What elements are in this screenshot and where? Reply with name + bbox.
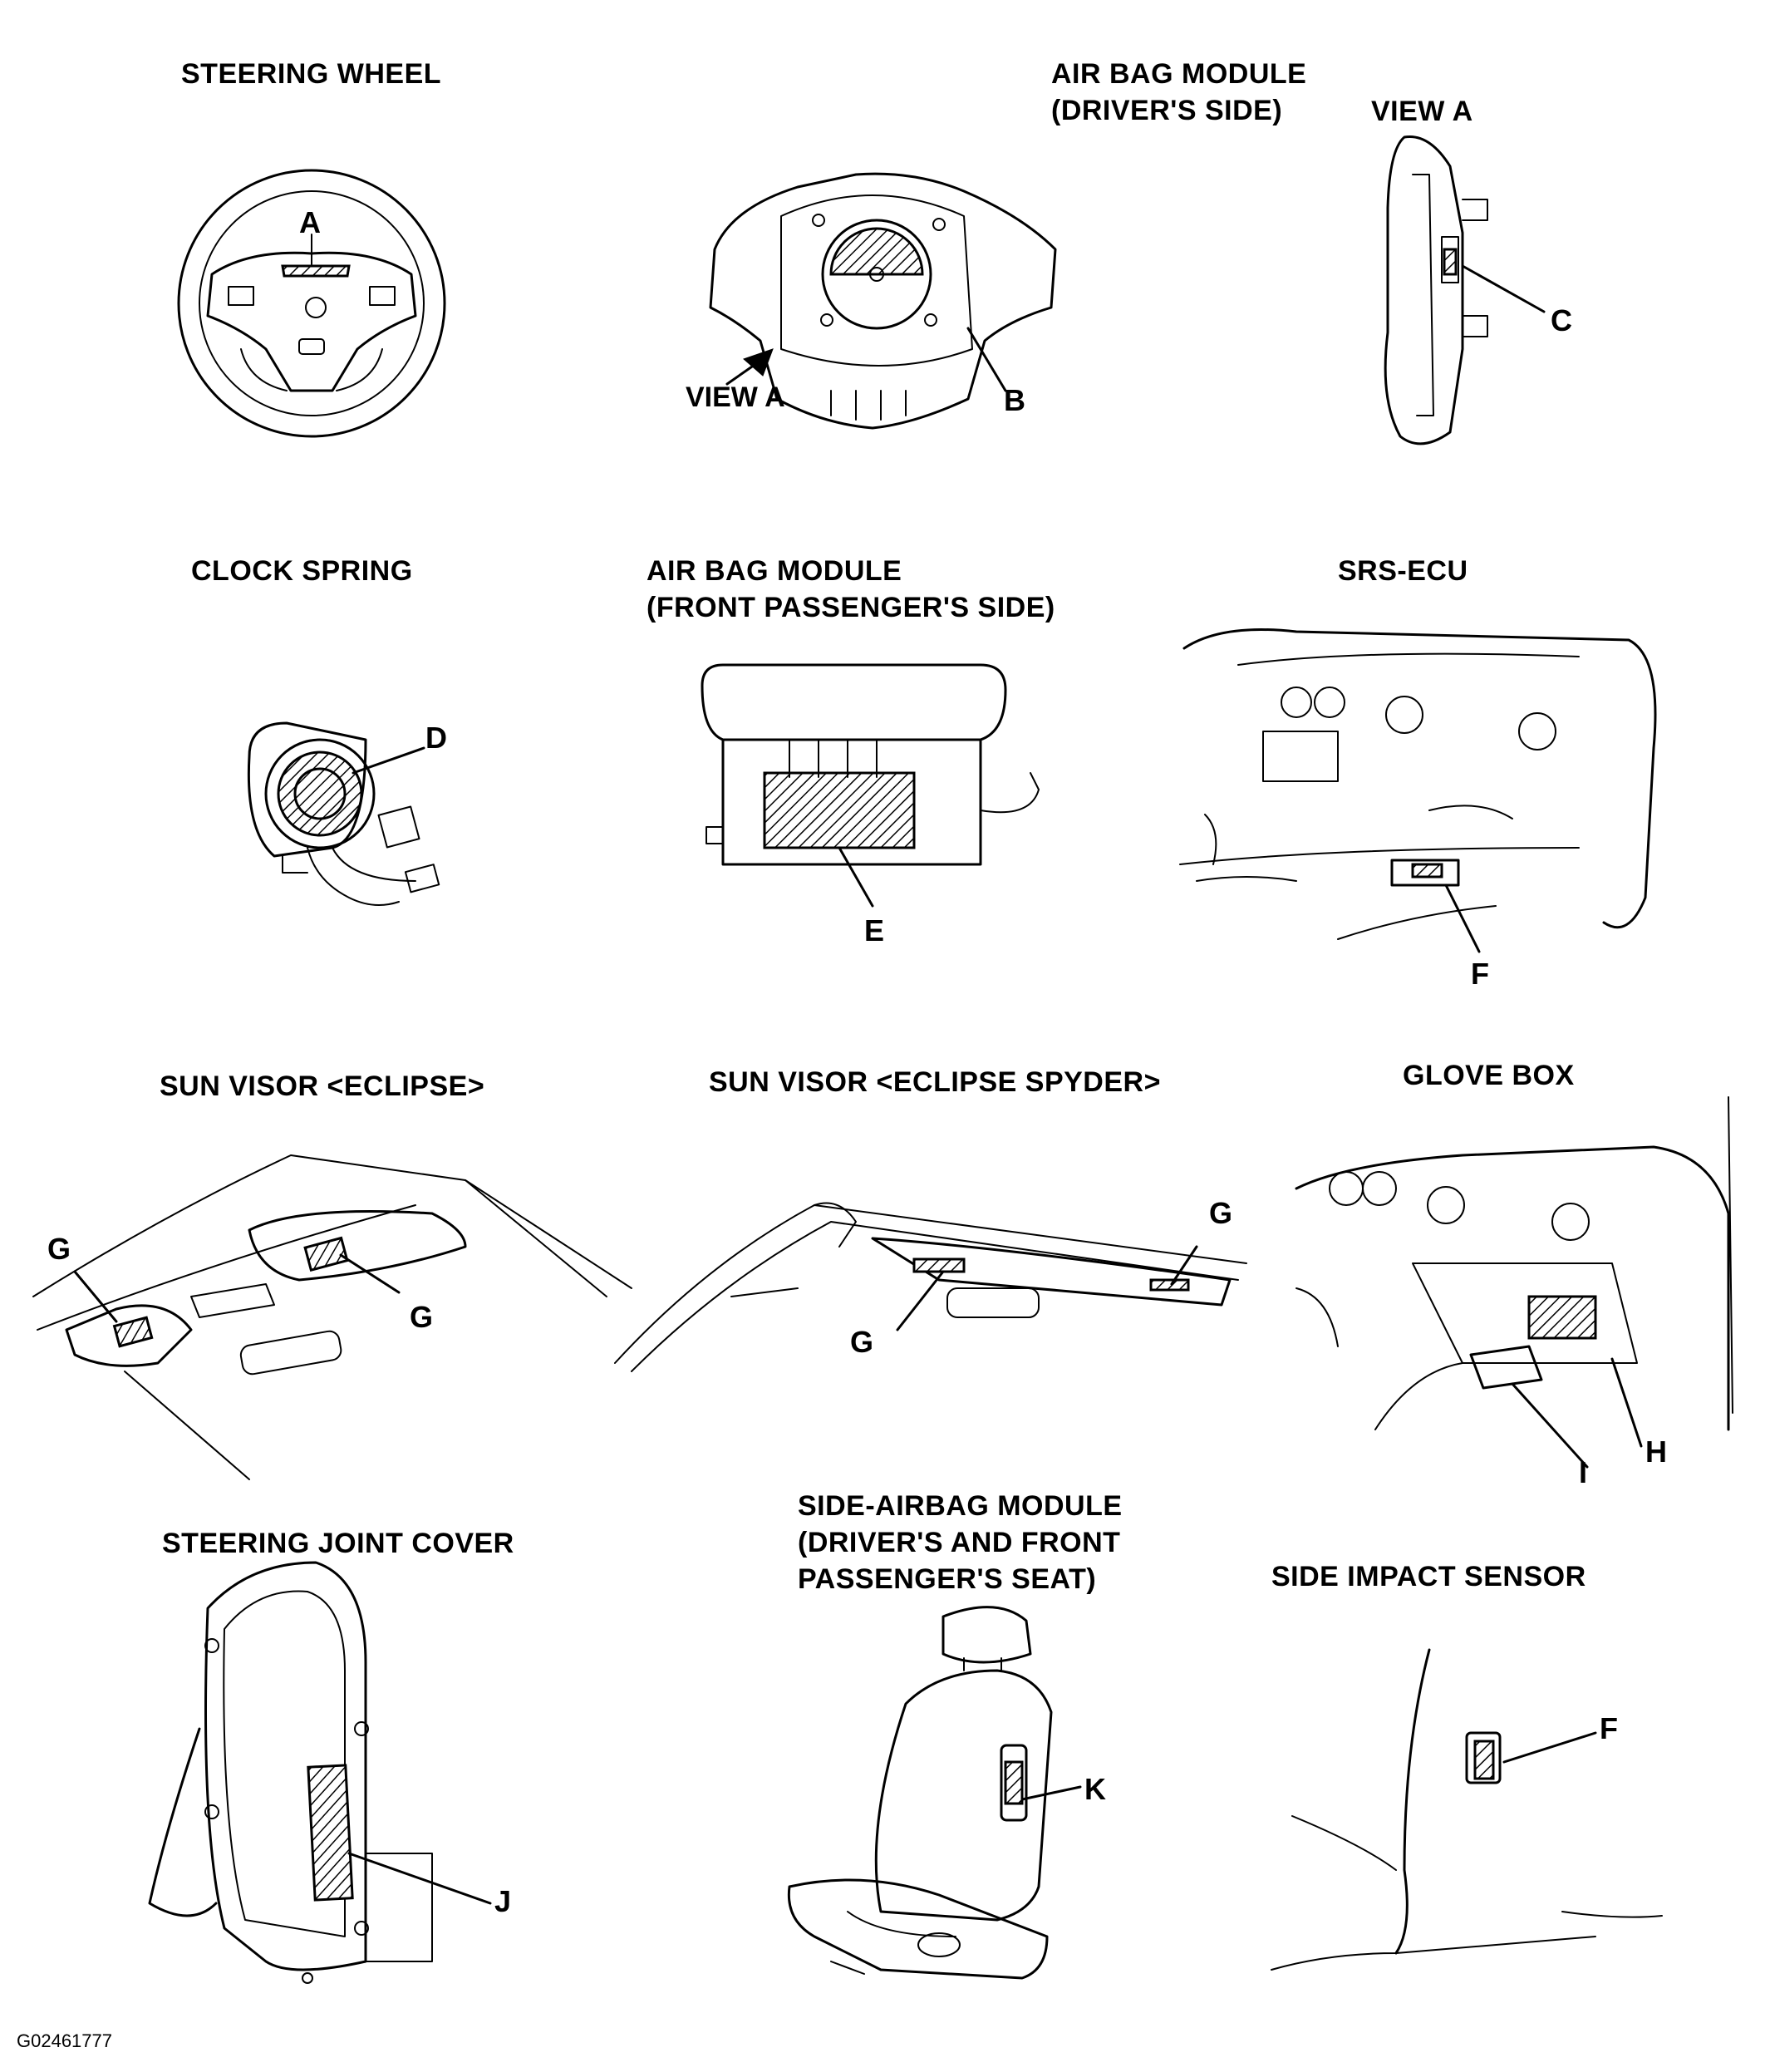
callout-e: E [864,913,885,947]
side-airbag-seat-drawing [787,1606,1082,1980]
callout-g-eclipse-right: G [410,1300,434,1334]
glove-box-drawing [1295,1096,1733,1469]
srs-ecu-title: SRS-ECU [1338,555,1468,587]
callout-g-spyder-bottom: G [850,1325,874,1359]
steering-wheel-title: STEERING WHEEL [181,58,442,90]
side-airbag-title: SIDE-AIRBAG MODULE (DRIVER'S AND FRONT P… [798,1490,1123,1595]
figure-code: G02461777 [17,2030,112,2051]
sun-visor-eclipse-title: SUN VISOR <ECLIPSE> [160,1070,485,1102]
callout-g-spyder-right: G [1209,1196,1233,1230]
side-impact-sensor-drawing [1271,1648,1663,1971]
side-impact-sensor-title: SIDE IMPACT SENSOR [1271,1561,1586,1592]
clock-spring-drawing [247,721,440,906]
srs-ecu-drawing [1179,628,1657,953]
sun-visor-spyder-title: SUN VISOR <ECLIPSE SPYDER> [709,1066,1161,1098]
airbag-passenger-title: AIR BAG MODULE (FRONT PASSENGER'S SIDE) [647,555,1055,623]
callout-f-ecu: F [1471,957,1489,991]
callout-j: J [494,1884,512,1918]
driver-airbag-module-drawing [709,172,1057,430]
callout-g-eclipse-left: G [47,1232,71,1266]
view-a-title: VIEW A [1371,96,1473,127]
view-a-side-drawing [1384,135,1546,445]
steering-joint-cover-title: STEERING JOINT COVER [162,1528,514,1559]
callout-k: K [1084,1772,1106,1806]
callout-d: D [425,721,447,755]
callout-h: H [1645,1435,1667,1469]
passenger-airbag-module-drawing [701,663,1040,908]
callout-a: A [299,205,321,239]
callout-c: C [1551,303,1572,337]
clock-spring-title: CLOCK SPRING [191,555,413,587]
airbag-driver-title: AIR BAG MODULE (DRIVER'S SIDE) [1051,58,1307,126]
sun-visor-eclipse-drawing [32,1154,632,1480]
sun-visor-spyder-drawing [614,1202,1247,1372]
steering-joint-cover-drawing [148,1561,492,1984]
callout-b: B [1004,383,1025,417]
glove-box-title: GLOVE BOX [1403,1060,1575,1091]
steering-wheel-drawing [177,169,446,438]
callout-i: I [1579,1455,1588,1489]
callout-view-a: VIEW A [686,381,785,413]
callout-f-sensor: F [1600,1711,1618,1745]
